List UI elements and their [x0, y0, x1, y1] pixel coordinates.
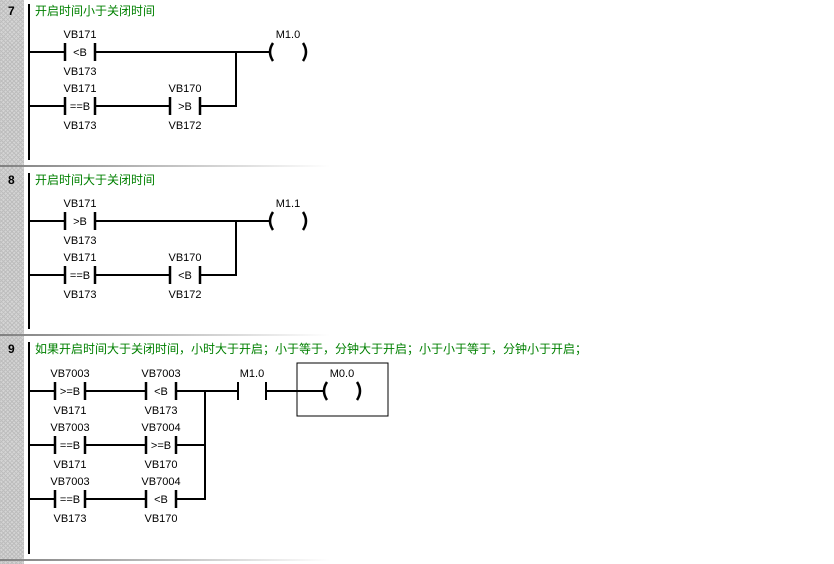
compare-contact[interactable]: VB7004 >=B VB170: [141, 422, 180, 471]
network-separator: [0, 165, 330, 167]
network-9[interactable]: 9 如果开启时间大于关闭时间，小时大于开启；小于等于，分钟大于开启；小于小于等于，…: [0, 341, 587, 561]
compare-op: ==B: [60, 440, 80, 452]
compare-contact[interactable]: VB7003 <B VB173: [141, 368, 180, 417]
operand-bottom: VB173: [63, 289, 96, 301]
operand-top: VB171: [63, 252, 96, 264]
operand-top: VB7004: [141, 422, 180, 434]
operand-top: VB7003: [50, 422, 89, 434]
compare-contact[interactable]: VB170 <B VB172: [168, 252, 201, 301]
compare-op: <B: [154, 386, 168, 398]
coil-left-paren: [268, 42, 275, 62]
operand-bottom: VB171: [53, 459, 86, 471]
compare-op: <B: [73, 47, 87, 59]
operand-bottom: VB173: [63, 235, 96, 247]
compare-contact[interactable]: VB171 >B VB173: [63, 198, 96, 247]
compare-contact[interactable]: VB171 <B VB173: [63, 29, 96, 78]
operand-top: VB170: [168, 83, 201, 95]
coil-left-paren: [322, 381, 329, 401]
operand-top: VB171: [63, 198, 96, 210]
compare-contact[interactable]: VB7003 ==B VB171: [50, 422, 89, 471]
network-separator: [0, 559, 330, 561]
operand-bottom: VB170: [144, 459, 177, 471]
operand-top: VB7003: [141, 368, 180, 380]
operand-top: VB170: [168, 252, 201, 264]
operand-bottom: VB173: [144, 405, 177, 417]
compare-contact[interactable]: VB7004 <B VB170: [141, 476, 180, 525]
compare-contact[interactable]: VB170 >B VB172: [168, 83, 201, 132]
operand-bottom: VB171: [53, 405, 86, 417]
network-number: 9: [8, 342, 15, 356]
compare-op: <B: [178, 270, 192, 282]
operand-bottom: VB172: [168, 289, 201, 301]
coil-right-paren: [355, 381, 362, 401]
operand-bottom: VB173: [63, 120, 96, 132]
coil-label: M1.1: [276, 198, 300, 210]
network-comment[interactable]: 开启时间大于关闭时间: [35, 173, 155, 187]
contact-label: M1.0: [240, 368, 264, 380]
coil-right-paren: [301, 42, 308, 62]
coil-left-paren: [268, 211, 275, 231]
operand-top: VB7004: [141, 476, 180, 488]
compare-op: >=B: [151, 440, 171, 452]
operand-bottom: VB173: [63, 66, 96, 78]
compare-op: >B: [73, 216, 87, 228]
coil-label: M0.0: [330, 368, 354, 380]
normally-open-contact[interactable]: M1.0: [237, 368, 267, 400]
output-coil[interactable]: M0.0: [322, 368, 362, 401]
network-comment[interactable]: 开启时间小于关闭时间: [35, 4, 155, 18]
coil-right-paren: [301, 211, 308, 231]
compare-contact[interactable]: VB171 ==B VB173: [63, 83, 96, 132]
operand-top: VB171: [63, 29, 96, 41]
operand-bottom: VB172: [168, 120, 201, 132]
output-coil[interactable]: M1.1: [268, 198, 308, 231]
compare-op: ==B: [70, 270, 90, 282]
compare-contact[interactable]: VB7003 >=B VB171: [50, 368, 89, 417]
coil-label: M1.0: [276, 29, 300, 41]
compare-op: >=B: [60, 386, 80, 398]
coil-box: [296, 362, 389, 417]
operand-bottom: VB173: [53, 513, 86, 525]
compare-op: ==B: [70, 101, 90, 113]
operand-top: VB7003: [50, 476, 89, 488]
network-comment[interactable]: 如果开启时间大于关闭时间，小时大于开启；小于等于，分钟大于开启；小于小于等于，分…: [35, 341, 587, 356]
output-coil[interactable]: M1.0: [268, 29, 308, 62]
compare-contact[interactable]: VB7003 ==B VB173: [50, 476, 89, 525]
compare-op: >B: [178, 101, 192, 113]
operand-top: VB171: [63, 83, 96, 95]
network-number: 8: [8, 173, 15, 187]
compare-op: ==B: [60, 494, 80, 506]
operand-top: VB7003: [50, 368, 89, 380]
network-separator: [0, 334, 330, 336]
network-gutter: [0, 0, 24, 564]
compare-contact[interactable]: VB171 ==B VB173: [63, 252, 96, 301]
operand-bottom: VB170: [144, 513, 177, 525]
compare-op: <B: [154, 494, 168, 506]
network-number: 7: [8, 4, 15, 18]
